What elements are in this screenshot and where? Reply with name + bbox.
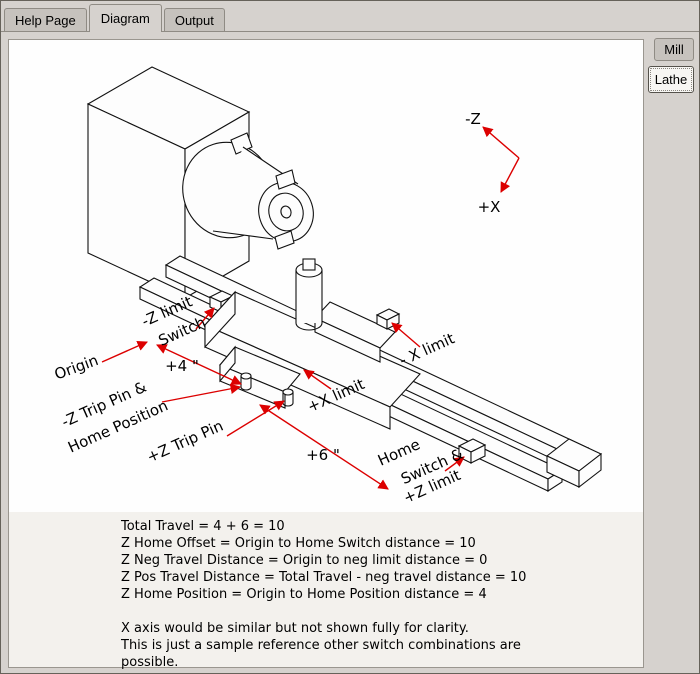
note-line: Z Home Position = Origin to Home Positio…: [121, 587, 487, 602]
label-pos-x-axis: +X: [478, 198, 501, 216]
tab-diagram[interactable]: Diagram: [88, 4, 162, 32]
note-line: Z Home Offset = Origin to Home Switch di…: [121, 536, 476, 551]
spindle-chuck: [182, 132, 314, 250]
tool-post: [295, 258, 323, 331]
side-tab-mill[interactable]: Mill: [654, 38, 694, 61]
note-line: Z Pos Travel Distance = Total Travel - n…: [121, 570, 527, 585]
tab-bar: Help Page Diagram Output: [1, 1, 699, 32]
tab-output[interactable]: Output: [163, 8, 225, 32]
red-annotations: [101, 126, 520, 490]
pos-x-limit-leader: [303, 369, 332, 390]
pos-x-axis-arrow: [500, 157, 520, 193]
notes: Total Travel = 4 + 6 = 10 Z Home Offset …: [121, 518, 551, 671]
neg-x-limit-switch: [375, 308, 401, 330]
note-line-spacer: [121, 603, 551, 620]
dim-6-line: [259, 404, 389, 490]
neg-z-axis-arrow: [482, 126, 520, 159]
note-line: This is just a sample reference other sw…: [121, 638, 521, 670]
home-switch: [457, 438, 487, 464]
dim-4-line: [156, 344, 242, 385]
side-tab-lathe[interactable]: Lathe: [648, 66, 694, 93]
origin-leader: [101, 341, 148, 363]
note-line: Total Travel = 4 + 6 = 10: [121, 519, 285, 534]
machine-type-tabs: Mill Lathe: [645, 38, 697, 98]
diagram-panel: -Z +X -Z limit Switch Origin +4 " -Z Tri…: [8, 39, 644, 670]
lathe-diagram: -Z +X -Z limit Switch Origin +4 " -Z Tri…: [9, 40, 643, 512]
trip-pins: [240, 372, 294, 407]
neg-x-limit-leader: [391, 322, 421, 348]
neg-z-trip-leader: [161, 383, 242, 403]
notes-area: Total Travel = 4 + 6 = 10 Z Home Offset …: [9, 512, 643, 670]
label-dim-6: +6 ": [306, 446, 340, 464]
tab-help-page[interactable]: Help Page: [4, 8, 87, 32]
neg-z-limit-leader: [195, 307, 215, 330]
label-dim-4: +4 ": [165, 357, 199, 375]
content-area: -Z +X -Z limit Switch Origin +4 " -Z Tri…: [1, 31, 699, 673]
label-neg-z-axis: -Z: [465, 110, 481, 128]
carriage: [204, 290, 421, 430]
home-switch-leader: [444, 456, 465, 472]
note-line: Z Neg Travel Distance = Origin to neg li…: [121, 553, 488, 568]
note-line: X axis would be similar but not shown fu…: [121, 621, 469, 636]
